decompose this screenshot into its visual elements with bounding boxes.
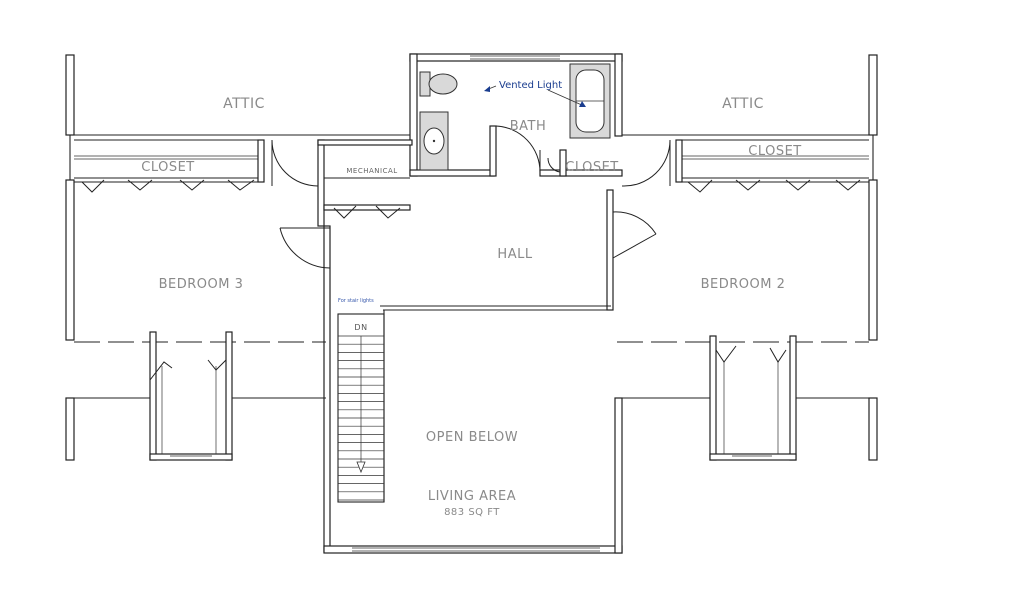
bifold-doors-left — [81, 179, 255, 193]
bedroom2-label: BEDROOM 2 — [701, 277, 786, 292]
stair-direction-label: DN — [354, 323, 367, 332]
bedroom3-label: BEDROOM 3 — [159, 277, 244, 292]
hall-label: HALL — [497, 247, 532, 262]
staircase — [337, 310, 385, 503]
closet-left-label: CLOSET — [141, 160, 195, 175]
living-area-size-label: 883 SQ FT — [444, 507, 500, 518]
closet-bath-label: CLOSET — [565, 160, 619, 175]
bath-walls — [409, 53, 623, 177]
mechanical-walls — [317, 139, 413, 227]
dormer-right — [617, 335, 869, 461]
hall-walls — [323, 189, 614, 553]
stair-lights-annotation: For stair lights — [338, 298, 374, 304]
open-below-label: OPEN BELOW — [426, 430, 518, 445]
bath-label: BATH — [510, 119, 547, 134]
attic-right-label: ATTIC — [722, 96, 764, 112]
toilet-icon — [419, 71, 458, 97]
closet-right-label: CLOSET — [748, 144, 802, 159]
dormer-left — [74, 331, 326, 461]
vented-light-leader — [484, 85, 586, 107]
attic-left-label: ATTIC — [223, 96, 265, 112]
vented-light-annotation: Vented Light — [499, 80, 562, 91]
living-area-label: LIVING AREA — [428, 489, 516, 504]
bifold-doors-right — [687, 179, 861, 193]
gable-walls — [65, 54, 878, 461]
vanity-sink-icon — [419, 111, 449, 171]
mechanical-label: MECHANICAL — [346, 167, 397, 175]
living-area-walls — [323, 397, 623, 554]
knee-walls — [74, 134, 869, 183]
bathtub-icon — [569, 63, 611, 139]
